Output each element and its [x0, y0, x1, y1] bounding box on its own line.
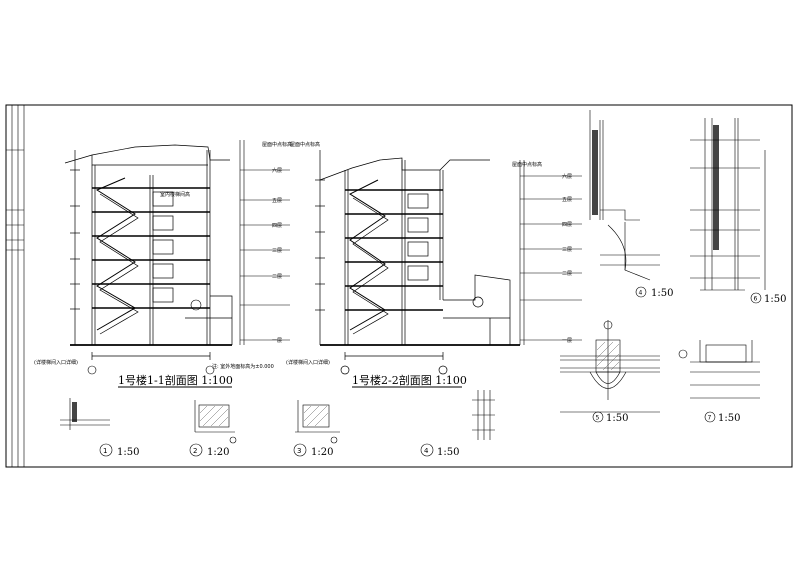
roof-note: 屋面中点标高 [512, 161, 542, 168]
detail-scale: 1:50 [117, 447, 139, 458]
entrance-note: (详楼梯间入口详细) [286, 359, 330, 366]
detail-4-upper [589, 110, 660, 298]
detail-7 [678, 340, 760, 423]
detail-number: 2 [193, 447, 197, 455]
floor-label: 六层 [272, 167, 282, 174]
detail-number: 3 [297, 447, 301, 455]
detail-scale: 1:50 [651, 288, 673, 299]
detail-6 [690, 118, 766, 304]
floor-label: 二层 [272, 274, 282, 280]
section-title: 1号楼1-1剖面图 1:100 [118, 373, 233, 387]
detail-number: 6 [754, 296, 758, 303]
title-block-strip [5, 104, 25, 468]
detail-scale: 1:50 [606, 413, 628, 424]
floor-label: 三层 [272, 248, 282, 254]
axis-bubbles [87, 299, 215, 375]
section-title: 1号楼2-2剖面图 1:100 [352, 373, 467, 387]
level-scale-3 [519, 160, 582, 345]
roof-note: 屋面中点标高 [262, 141, 292, 148]
floor-label: 五层 [272, 198, 282, 204]
floor-label: 四层 [272, 223, 282, 229]
section-1-1-elevation-marks [239, 140, 290, 345]
detail-1 [60, 398, 113, 457]
detail-2-hatch [199, 405, 229, 427]
detail-number: 4 [424, 447, 429, 455]
detail-scale: 1:50 [437, 447, 459, 458]
detail-number: 5 [596, 415, 600, 422]
stair-note: 室内楼梯间高 [160, 191, 190, 198]
detail-scale: 1:50 [718, 413, 740, 424]
detail-3-hatch [303, 405, 329, 427]
detail-4 [420, 390, 495, 457]
detail-number: 4 [639, 290, 643, 297]
floor-label: 一层 [562, 338, 572, 344]
detail-3 [293, 400, 340, 457]
detail-number: 1 [103, 447, 107, 455]
detail-scale: 1:50 [764, 294, 786, 305]
detail-scale: 1:20 [311, 447, 333, 458]
floor-label: 三层 [562, 247, 572, 253]
detail-5 [560, 320, 660, 423]
section-3-floor-labels: 六层 五层 四层 三层 二层 一层 [562, 173, 572, 344]
detail-2 [189, 400, 237, 457]
ground-note: 注: 室外地面标高为±0.000 [212, 363, 274, 370]
floor-label: 一层 [272, 338, 282, 344]
section-1-1-floor-labels: 六层 五层 四层 三层 二层 一层 [272, 167, 282, 344]
roof-note: 屋面中点标高 [290, 141, 320, 148]
entrance-note: (详楼梯间入口详细) [34, 359, 78, 366]
section-2-2-drawing [315, 150, 520, 375]
section-1-1-drawing [64, 144, 233, 360]
floor-label: 五层 [562, 197, 572, 203]
detail-5-hatch [596, 341, 620, 371]
detail-scale: 1:20 [207, 447, 229, 458]
floor-label: 二层 [562, 271, 572, 277]
detail-number: 7 [708, 415, 712, 422]
floor-label: 四层 [562, 222, 572, 228]
floor-label: 六层 [562, 173, 572, 180]
